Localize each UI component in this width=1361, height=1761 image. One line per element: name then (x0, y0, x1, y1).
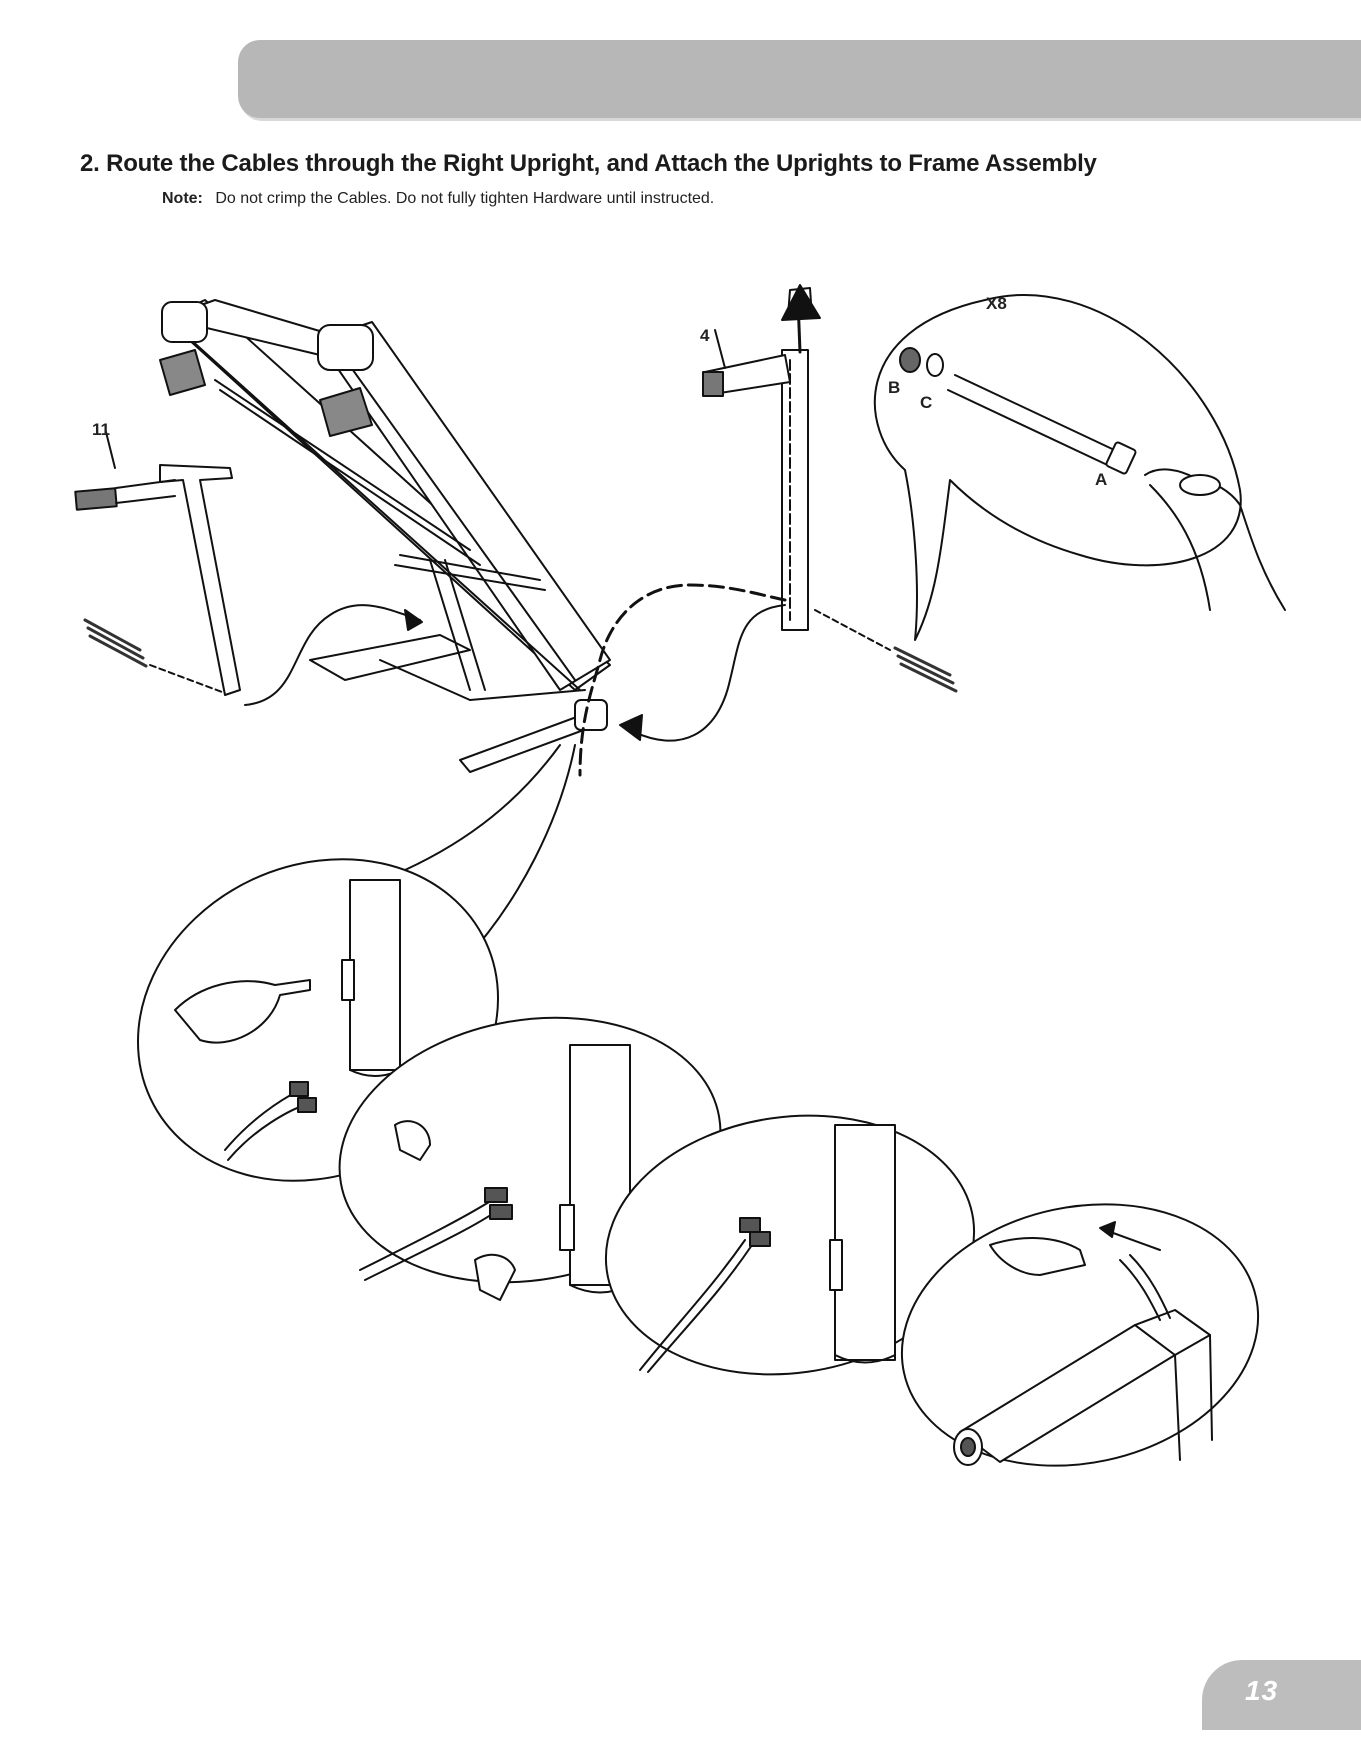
part-label-b: B (888, 378, 900, 398)
page-tab (1202, 1660, 1361, 1730)
page-number: 13 (1245, 1675, 1278, 1707)
part-label-c: C (920, 393, 932, 413)
quantity-label: X8 (986, 294, 1007, 314)
part-label-11: 11 (92, 420, 110, 440)
frame-assembly-drawing (160, 300, 610, 772)
hardware-callout-bubble (875, 295, 1285, 640)
part-label-4: 4 (700, 326, 709, 346)
part-label-a: A (1095, 470, 1107, 490)
